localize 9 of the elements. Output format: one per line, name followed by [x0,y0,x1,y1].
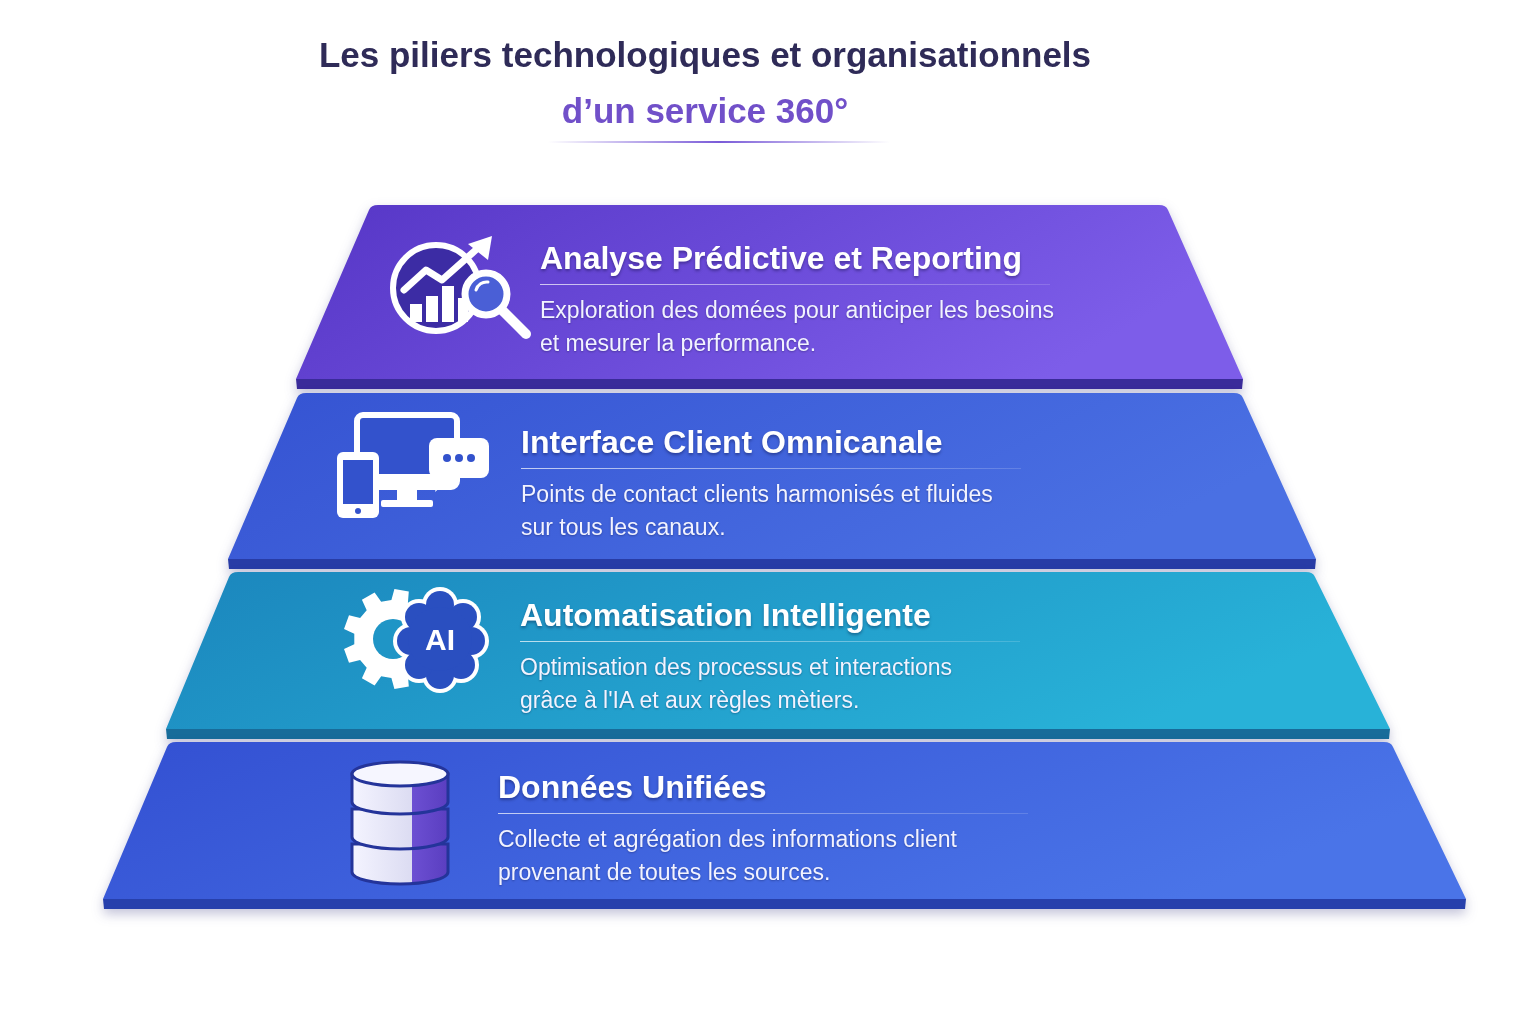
layer-title: Données Unifiées [498,768,767,806]
layer-description: Collecte et agrégation des informations client provenant de toutes les sources. [498,825,958,887]
layer-title: Analyse Prédictive et Reporting [540,239,1022,277]
layer-title: Interface Client Omnicanale [521,423,943,461]
layer-title: Automatisation Intelligente [520,596,931,634]
layer-description: Exploration des domées pour anticiper les besoins et mesurer la performance. [540,296,1055,358]
layer-description: Points de contact clients harmonisés et fluides sur tous les canaux. [521,480,994,542]
layer-description: Optimisation des processus et interactions grâce à l'IA et aux règles mètiers. [520,653,954,715]
title: Les piliers technologiques et organisationnels d’un service 360° [317,34,1093,132]
